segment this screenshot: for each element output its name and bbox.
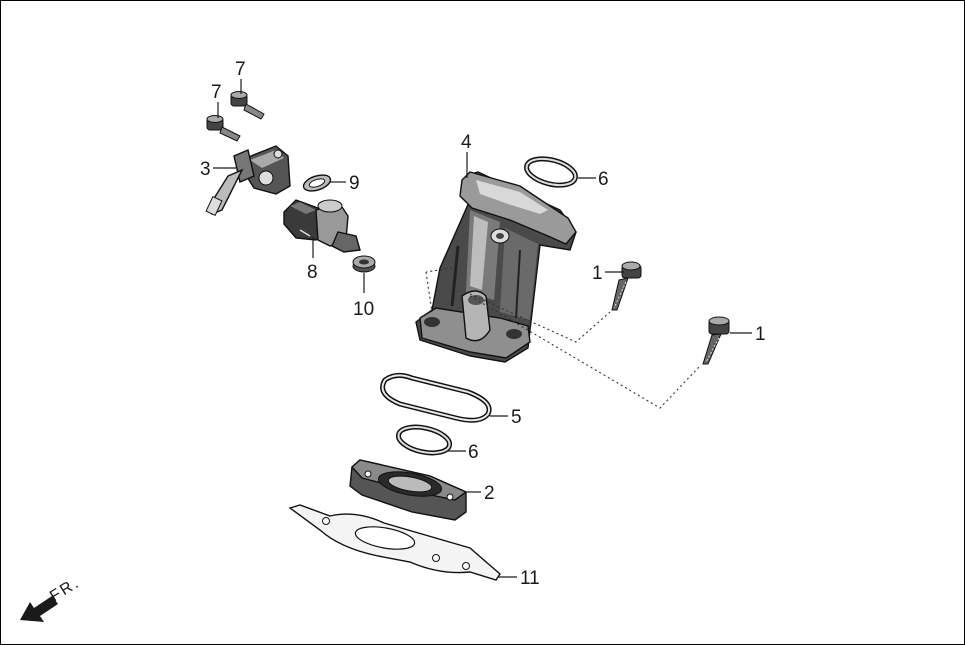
front-direction-indicator: FR. <box>20 574 83 622</box>
callout-10: 10 <box>353 299 374 320</box>
callout-6-lower: 6 <box>468 442 479 463</box>
part-8-fuel-injector <box>283 199 361 253</box>
callout-5: 5 <box>511 407 522 428</box>
callout-8: 8 <box>307 262 318 283</box>
callout-11: 11 <box>520 568 540 589</box>
assembly-line-body-flange <box>425 271 433 313</box>
callout-1-upper: 1 <box>592 263 603 284</box>
part-7-bolt-upper <box>230 91 265 120</box>
part-11-gasket <box>288 504 501 581</box>
assembly-line-bolt-lower <box>469 295 701 409</box>
assembly-line-bolt-upper <box>469 293 611 343</box>
part-1-bolt-lower <box>702 316 730 365</box>
callout-4: 4 <box>461 132 472 153</box>
callout-2: 2 <box>484 483 495 504</box>
part-1-bolt-upper <box>611 261 642 311</box>
callout-1-lower: 1 <box>755 324 766 345</box>
callout-9: 9 <box>349 173 360 194</box>
part-2-insulator <box>349 459 468 521</box>
callout-7-upper: 7 <box>235 59 246 80</box>
front-label: FR. <box>47 574 83 605</box>
front-arrow-icon <box>20 596 58 622</box>
callout-3: 3 <box>200 159 211 180</box>
leader-lines <box>213 79 752 578</box>
callout-6-upper: 6 <box>598 169 609 190</box>
part-5-gasket <box>380 372 492 423</box>
part-4-throttle-body <box>415 171 577 363</box>
part-7-bolt-lower <box>206 115 241 142</box>
callout-7-lower: 7 <box>211 82 222 103</box>
part-3-fuel-joint <box>205 145 291 217</box>
part-10-seal <box>352 255 376 273</box>
